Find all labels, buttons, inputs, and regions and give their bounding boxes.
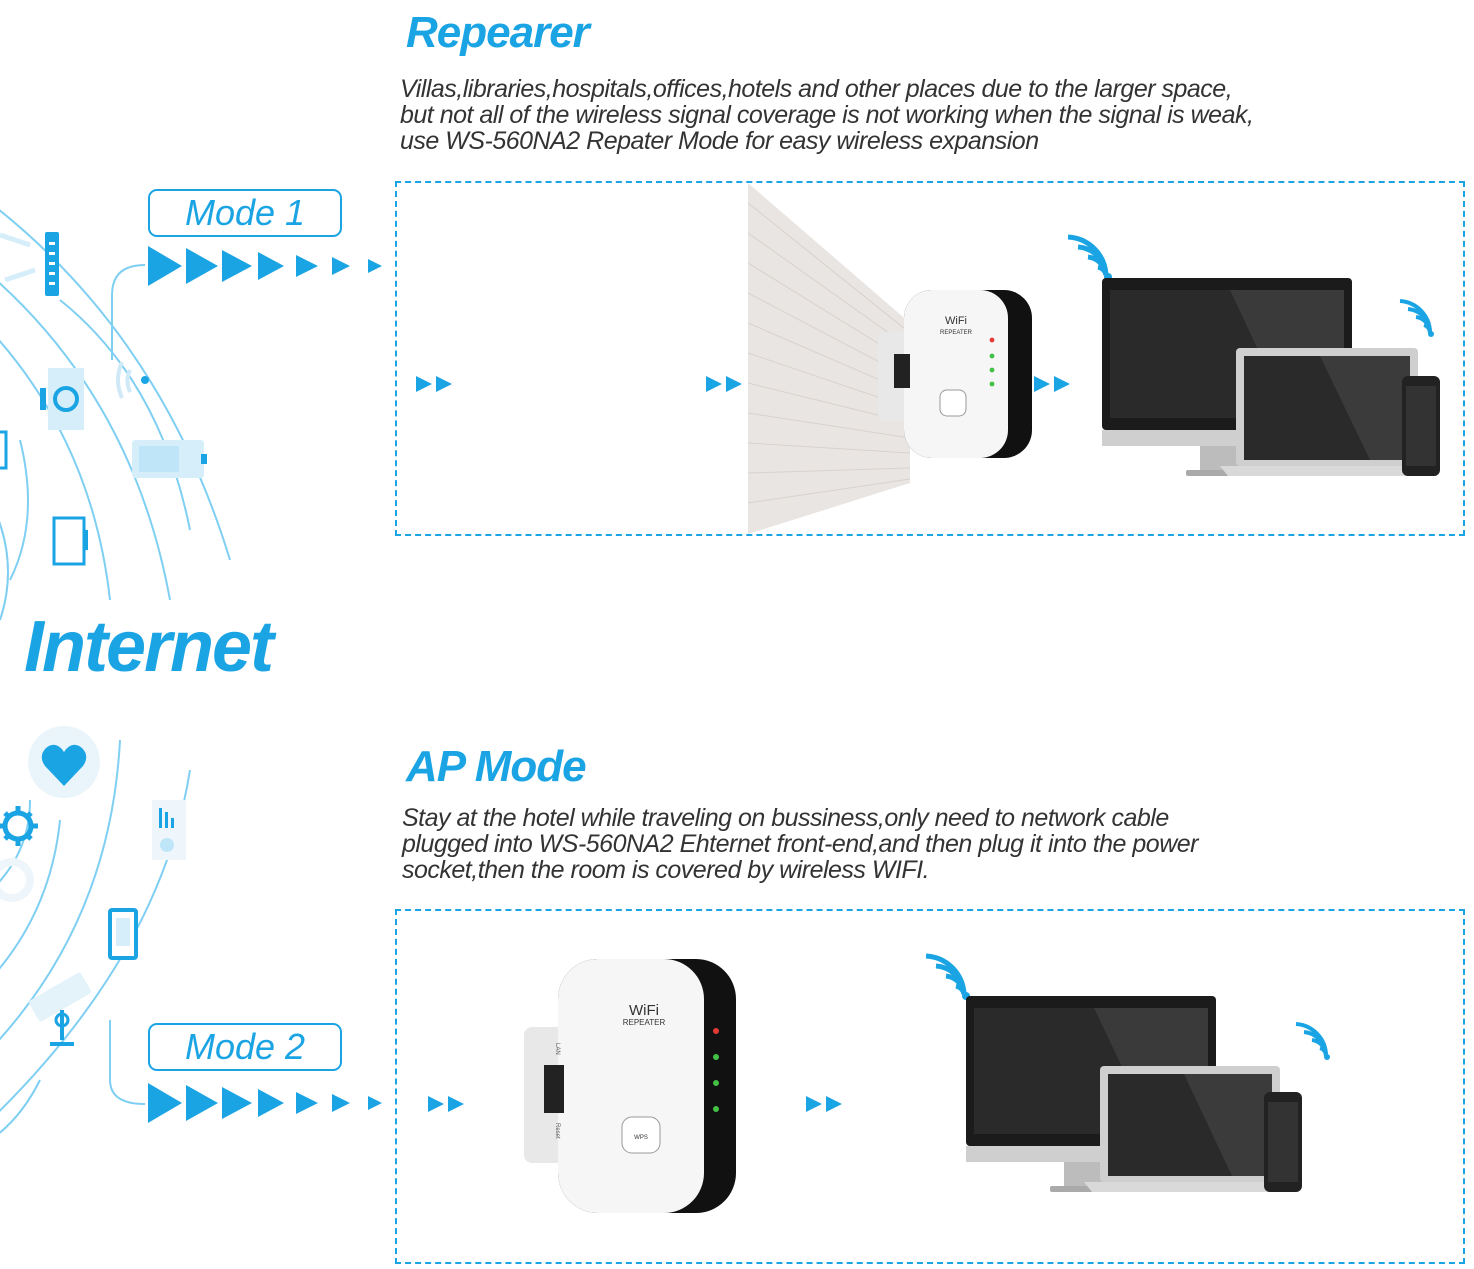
mode1-connector: [111, 264, 146, 360]
internet-label: Internet: [24, 607, 274, 687]
wifi-signal-icon-4: [1295, 1022, 1330, 1060]
flow-arrow-1: [416, 376, 452, 392]
picture-frame-icon: [52, 516, 88, 566]
mode-2-badge: Mode 2: [148, 1023, 342, 1071]
wifi-signal-icon-2: [1399, 299, 1434, 337]
repeater-title: Repearer: [406, 8, 590, 57]
gear-icon: [0, 806, 38, 902]
flow-arrow-3: [1034, 376, 1070, 392]
ap-mode-description: Stay at the hotel while traveling on bus…: [402, 805, 1198, 883]
device-1-brand: WiFi: [945, 315, 967, 327]
wifi-signal-icon-1: [1067, 234, 1112, 281]
network-background-illustration: [0, 209, 231, 1134]
router-icon: [45, 232, 59, 296]
camera-icon: [40, 368, 84, 430]
mode-2-arrow-row: [148, 1083, 382, 1123]
repeater-description: Villas,libraries,hospitals,offices,hotel…: [400, 75, 1254, 155]
device-2-reset-label: Reset: [554, 1123, 560, 1139]
device-1-wps-button: [939, 389, 967, 417]
brick-wall: [748, 183, 911, 534]
ap-desc-line-1: Stay at the hotel while traveling on bus…: [402, 804, 1169, 832]
wifi-repeater-device-1: WiFi REPEATER: [878, 290, 1032, 458]
ap-desc-line-3: socket,then the room is covered by wirel…: [402, 856, 930, 884]
phone-icon-2: [1264, 1092, 1302, 1192]
client-devices-1: [1102, 278, 1440, 476]
upper-signal-arcs: [0, 209, 231, 621]
flow-arrow-4: [428, 1096, 464, 1112]
edge-device-icon: [0, 430, 8, 470]
laptop-icon: [1220, 348, 1434, 476]
mode-1-badge: Mode 1: [148, 189, 342, 237]
mode-1-arrow-row: [148, 246, 382, 286]
wifi-signal-icon-3: [925, 953, 970, 1000]
speaker-icon: [152, 800, 186, 860]
repeater-desc-line-2: but not all of the wireless signal cover…: [400, 101, 1254, 129]
lamp-icon: [0, 232, 36, 283]
wifi-repeater-device-2: LAN Reset WiFi REPEATER WPS: [524, 959, 736, 1213]
laptop-icon-2: [1084, 1066, 1296, 1192]
device-1-model: REPEATER: [940, 330, 973, 336]
mode2-connector: [109, 1020, 146, 1105]
repeater-scene-box: [395, 181, 1465, 536]
device-2-port-label: LAN: [554, 1043, 560, 1055]
flow-arrow-5: [806, 1096, 842, 1112]
flow-arrow-2: [706, 376, 742, 392]
ap-scene-box: [395, 909, 1465, 1264]
repeater-desc-line-1: Villas,libraries,hospitals,offices,hotel…: [400, 75, 1233, 103]
device-2-model: REPEATER: [623, 1018, 666, 1027]
monitor-icon: [1102, 278, 1352, 476]
phone-icon: [1402, 376, 1440, 476]
ap-mode-title: AP Mode: [406, 742, 587, 791]
device-2-brand: WiFi: [629, 1002, 659, 1019]
small-wifi-icon: [116, 361, 149, 399]
mobile-icon: [108, 908, 138, 960]
cctv-icon: [29, 972, 91, 1046]
ap-desc-line-2: plugged into WS-560NA2 Ehternet front-en…: [402, 830, 1198, 858]
repeater-desc-line-3: use WS-560NA2 Repater Mode for easy wire…: [400, 127, 1039, 155]
device-2-wps-label: WPS: [634, 1135, 648, 1141]
device-2-wps-button: [621, 1116, 661, 1154]
battery-icon: [132, 440, 207, 478]
client-devices-2: [966, 996, 1302, 1192]
heart-icon: [28, 726, 100, 798]
